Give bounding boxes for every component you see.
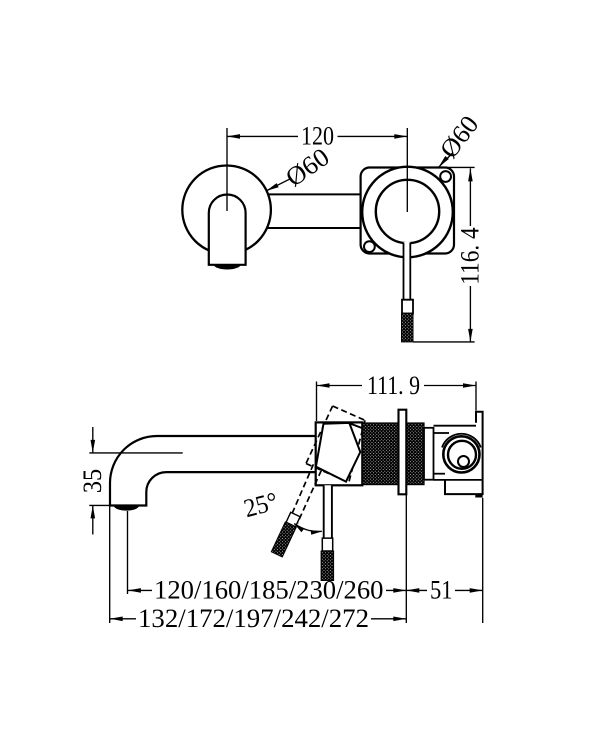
svg-text:35: 35 xyxy=(78,469,107,493)
svg-text:120/160/185/230/260: 120/160/185/230/260 xyxy=(154,576,384,605)
svg-text:116. 4: 116. 4 xyxy=(456,227,485,285)
svg-text:132/172/197/242/272: 132/172/197/242/272 xyxy=(138,604,369,633)
svg-text:111. 9: 111. 9 xyxy=(367,371,420,400)
svg-text:120: 120 xyxy=(301,122,334,151)
svg-text:51: 51 xyxy=(430,576,453,605)
